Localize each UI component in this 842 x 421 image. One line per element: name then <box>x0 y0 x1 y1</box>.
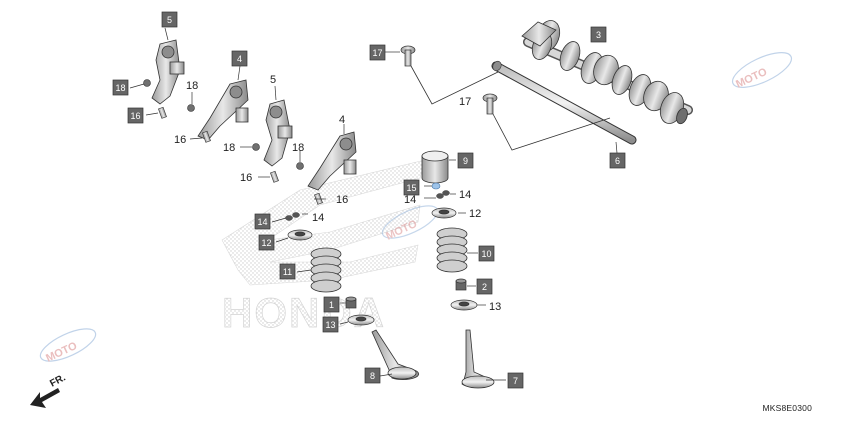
retainer-right <box>431 207 457 219</box>
callout-box-5-top: 5 <box>161 11 178 28</box>
exhaust-valve-part <box>461 329 495 389</box>
valve-spring-right <box>436 227 468 273</box>
svg-text:FR.: FR. <box>48 372 68 389</box>
svg-text:6: 6 <box>615 156 620 166</box>
plain-callouts-extra: 18 <box>292 142 304 154</box>
svg-text:MOTO: MOTO <box>734 66 769 91</box>
rocker-arm-5-upper <box>151 39 185 105</box>
spring-seat-left <box>347 314 375 326</box>
svg-text:14: 14 <box>459 189 471 201</box>
callout-box-2: 2 <box>476 278 493 295</box>
valve-spring-left <box>310 247 342 293</box>
svg-text:14: 14 <box>312 212 324 224</box>
svg-text:3: 3 <box>596 30 601 40</box>
callout-box-9: 9 <box>457 152 474 169</box>
callout-box-1: 1 <box>323 296 340 313</box>
svg-text:13: 13 <box>489 301 501 313</box>
diagram-code: MKS8E0300 <box>762 403 812 413</box>
bolt-part <box>400 45 498 115</box>
svg-text:4: 4 <box>237 54 242 64</box>
valve-leader-lines <box>271 159 506 381</box>
svg-text:2: 2 <box>482 282 487 292</box>
camshaft-part <box>521 20 693 125</box>
moto-watermark-1: MOTO <box>731 52 793 91</box>
svg-text:7: 7 <box>513 376 518 386</box>
svg-text:18: 18 <box>115 83 125 93</box>
rocker-arm-5-lower <box>263 99 293 167</box>
rocker-arm-4-upper <box>197 79 249 141</box>
callout-box-14: 14 <box>254 213 271 230</box>
callout-box-4-top: 4 <box>231 50 248 67</box>
callout-box-6: 6 <box>609 141 626 169</box>
svg-text:14: 14 <box>257 217 267 227</box>
svg-text:14: 14 <box>404 194 416 206</box>
front-direction-arrow: FR. <box>30 372 68 408</box>
svg-text:1: 1 <box>329 300 334 310</box>
retainer-left <box>287 229 313 241</box>
svg-text:12: 12 <box>261 238 271 248</box>
callout-box-7: 7 <box>507 372 524 389</box>
callout-box-8: 8 <box>364 367 381 384</box>
svg-text:8: 8 <box>370 371 375 381</box>
honda-watermark-text: HONDA <box>222 289 386 336</box>
svg-text:9: 9 <box>463 156 468 166</box>
svg-text:16: 16 <box>240 172 252 184</box>
callout-box-12: 12 <box>258 234 275 251</box>
spring-seat-right <box>450 299 478 311</box>
stem-seal-right <box>455 278 467 291</box>
callout-box-17: 17 <box>369 44 400 61</box>
svg-text:13: 13 <box>325 320 335 330</box>
valve-lifter-part <box>421 150 449 184</box>
adjusting-nuts <box>143 79 304 170</box>
callout-box-15: 15 <box>403 179 420 196</box>
intake-valve-part <box>371 329 420 380</box>
svg-text:16: 16 <box>174 134 186 146</box>
rocker-leader-lines <box>129 27 345 200</box>
svg-text:17: 17 <box>372 48 382 58</box>
bolt-leader-lines <box>410 65 611 151</box>
svg-text:11: 11 <box>283 267 292 277</box>
svg-text:12: 12 <box>469 208 481 220</box>
plain-callouts: 18 16 5 18 16 4 16 17 14 14 14 12 13 <box>174 74 501 313</box>
callout-box-13: 13 <box>322 316 339 333</box>
svg-text:16: 16 <box>336 194 348 206</box>
callout-box-11: 11 <box>279 263 296 280</box>
rocker-shaft-part <box>491 60 637 145</box>
svg-text:10: 10 <box>481 249 491 259</box>
callout-box-3: 3 <box>590 26 607 43</box>
callout-box-10: 10 <box>478 245 495 262</box>
svg-text:5: 5 <box>167 15 172 25</box>
cotter-15 <box>431 182 441 190</box>
cotters-right <box>436 190 450 199</box>
svg-text:18: 18 <box>186 80 198 92</box>
svg-text:4: 4 <box>339 114 345 126</box>
cotters-left <box>285 212 300 221</box>
svg-text:18: 18 <box>292 142 304 154</box>
svg-text:18: 18 <box>223 142 235 154</box>
svg-text:5: 5 <box>270 74 276 86</box>
svg-text:16: 16 <box>130 111 140 121</box>
callout-box-16: 16 <box>127 107 144 124</box>
stem-seal-left <box>345 296 357 309</box>
svg-text:15: 15 <box>406 183 416 193</box>
moto-watermark-3: MOTO <box>39 328 97 365</box>
honda-watermark: HONDA <box>221 159 426 336</box>
callout-box-18: 18 <box>112 79 129 96</box>
rocker-arm-4-lower <box>307 131 357 191</box>
svg-text:17: 17 <box>459 96 471 108</box>
